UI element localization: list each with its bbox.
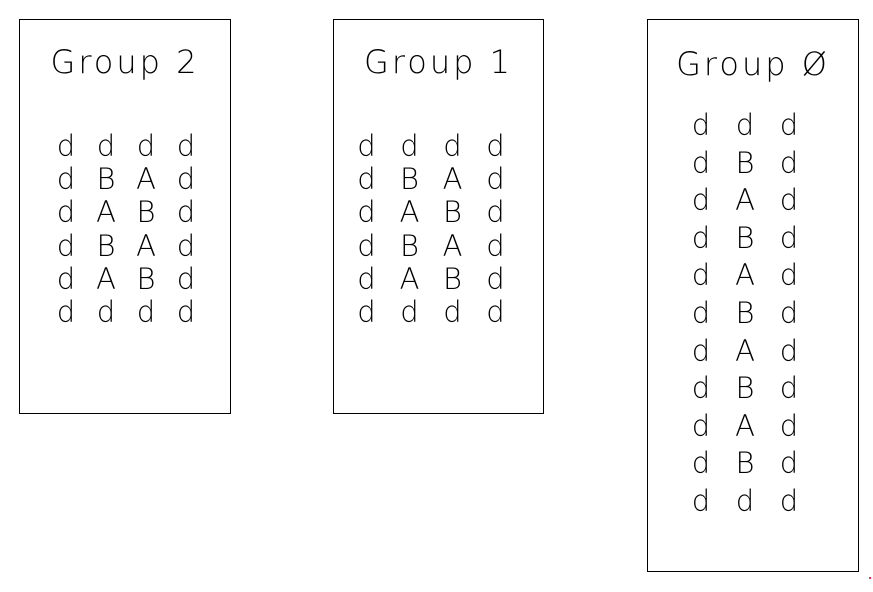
grid-cell: A <box>735 408 755 443</box>
grid-cell: d <box>779 258 799 293</box>
grid-cell: A <box>735 333 755 368</box>
grid-cell: d <box>357 129 376 163</box>
grid-cell: d <box>691 295 711 330</box>
grid-cell: d <box>691 108 711 142</box>
grid-cell: d <box>486 195 505 230</box>
grid-cell: A <box>136 228 156 263</box>
grid-cell: d <box>779 108 799 142</box>
grid-cell: d <box>691 333 711 368</box>
grid-cell: d <box>691 220 711 255</box>
grid-cell: d <box>779 183 799 218</box>
grid-cell: d <box>691 483 711 518</box>
grid-cell: d <box>400 294 419 329</box>
grid-cell: d <box>136 294 156 329</box>
grid-cell: d <box>691 408 711 443</box>
grid-cell: d <box>486 294 505 329</box>
group-title: Group 1 <box>364 43 513 81</box>
grid-cell: d <box>176 228 196 263</box>
grid-cell: B <box>735 446 755 481</box>
grid-cell: A <box>399 195 420 230</box>
grid-cell: d <box>779 408 799 443</box>
grid-cell: d <box>176 129 196 163</box>
grid-cell: A <box>735 183 755 218</box>
grid-cell: d <box>176 195 196 230</box>
grid-cell: A <box>136 162 156 197</box>
grid-cell: B <box>136 195 156 230</box>
grid-cell: d <box>357 294 376 329</box>
grid-cell: B <box>96 228 116 263</box>
grid-cell: d <box>357 261 376 296</box>
grid-cell: d <box>735 108 755 142</box>
grid-cell: B <box>400 162 419 197</box>
grid-cell: A <box>96 261 116 296</box>
grid-cell: d <box>357 162 376 197</box>
group-title: Group Ø <box>676 45 830 83</box>
grid-cell: d <box>486 129 505 163</box>
grid-cell: d <box>357 228 376 263</box>
grid-cell: B <box>96 162 116 197</box>
grid-cell: d <box>486 228 505 263</box>
grid-cell: d <box>779 483 799 518</box>
grid-cell: d <box>443 294 462 329</box>
grid-cell: d <box>779 371 799 406</box>
grid-cell: d <box>486 261 505 296</box>
grid-cell: B <box>443 195 462 230</box>
grid-cell: d <box>176 294 196 329</box>
grid-cell: d <box>691 446 711 481</box>
grid-cell: d <box>400 129 419 163</box>
grid-cell: d <box>691 258 711 293</box>
grid-cell: d <box>96 294 116 329</box>
grid-cell: d <box>735 483 755 518</box>
grid-cell: d <box>779 295 799 330</box>
grid-cell: B <box>443 261 462 296</box>
grid-cell: d <box>779 333 799 368</box>
grid-cell: A <box>399 261 420 296</box>
grid-cell: d <box>691 371 711 406</box>
grid-cell: d <box>779 446 799 481</box>
grid-cell: d <box>486 162 505 197</box>
grid-cell: d <box>56 129 76 163</box>
grid-cell: d <box>779 145 799 180</box>
grid-cell: d <box>136 129 156 163</box>
grid-cell: d <box>443 129 462 163</box>
grid-cell: B <box>735 295 755 330</box>
grid-cell: B <box>400 228 419 263</box>
grid-cell: A <box>735 258 755 293</box>
grid-cell: d <box>779 220 799 255</box>
grid-cell: d <box>56 261 76 296</box>
grid-cell: d <box>357 195 376 230</box>
grid-cell: d <box>176 162 196 197</box>
grid-cell: d <box>176 261 196 296</box>
grid-cell: B <box>136 261 156 296</box>
grid-cell: d <box>96 129 116 163</box>
grid-cell: B <box>735 145 755 180</box>
grid-cell: A <box>442 228 463 263</box>
grid-cell: d <box>56 195 76 230</box>
marker-dot <box>869 577 871 579</box>
grid-cell: d <box>56 162 76 197</box>
grid-cell: B <box>735 371 755 406</box>
grid-cell: B <box>735 220 755 255</box>
grid-cell: d <box>56 294 76 329</box>
grid-cell: A <box>442 162 463 197</box>
grid-cell: A <box>96 195 116 230</box>
grid-cell: d <box>691 183 711 218</box>
grid-cell: d <box>691 145 711 180</box>
group-title: Group 2 <box>50 43 200 81</box>
grid-cell: d <box>56 228 76 263</box>
